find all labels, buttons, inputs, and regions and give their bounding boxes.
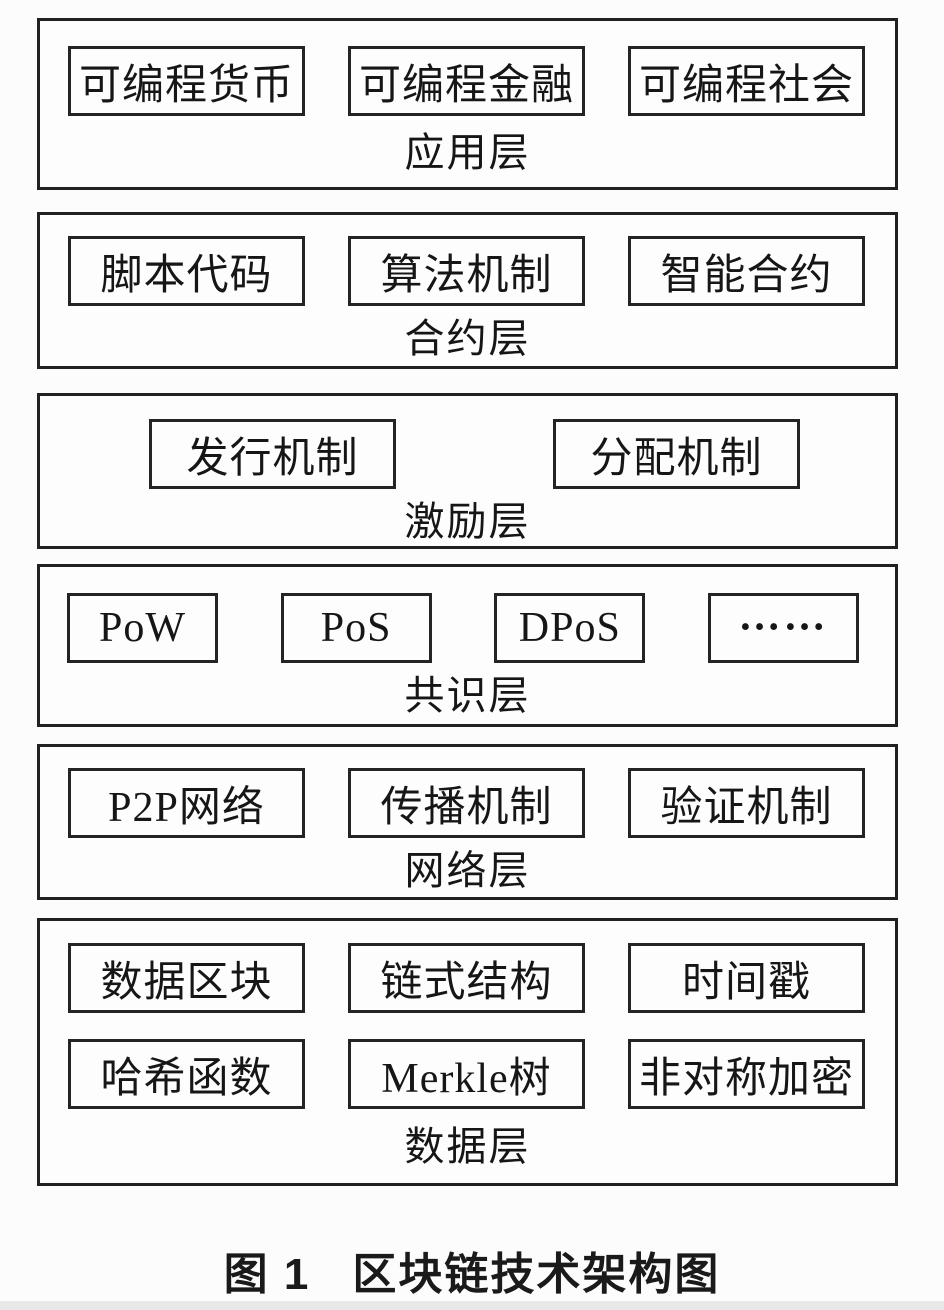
layer-contract-row: 脚本代码 算法机制 智能合约	[40, 236, 895, 306]
figure-caption-title: 区块链技术架构图	[352, 1250, 721, 1299]
node-propagation-mechanism: 传播机制	[348, 768, 585, 838]
node-ellipsis: ……	[707, 593, 859, 663]
node-dpos: DPoS	[494, 593, 646, 663]
node-chain-structure: 链式结构	[348, 943, 585, 1013]
node-asymmetric-encryption: 非对称加密	[628, 1039, 865, 1109]
ellipsis-text: ……	[738, 593, 829, 640]
layer-incentive: 发行机制 分配机制 激励层	[37, 393, 898, 549]
layer-application-row: 可编程货币 可编程金融 可编程社会	[40, 46, 895, 116]
node-p2p-network: P2P网络	[68, 768, 305, 838]
node-programmable-money: 可编程货币	[68, 46, 305, 116]
node-pow: PoW	[67, 593, 218, 663]
layer-incentive-row: 发行机制 分配机制	[40, 419, 895, 489]
layer-network-label: 网络层	[404, 848, 531, 893]
layer-network-row: P2P网络 传播机制 验证机制	[40, 768, 895, 838]
node-programmable-finance: 可编程金融	[348, 46, 585, 116]
layer-data-label: 数据层	[404, 1124, 531, 1169]
node-programmable-society: 可编程社会	[628, 46, 865, 116]
layer-data: 数据区块 链式结构 时间戳 哈希函数 Merkle树 非对称加密 数据层	[37, 918, 898, 1186]
layer-consensus-label: 共识层	[404, 673, 531, 718]
node-smart-contract: 智能合约	[628, 236, 865, 306]
layer-data-row-2: 哈希函数 Merkle树 非对称加密	[40, 1039, 895, 1109]
node-pos: PoS	[280, 593, 432, 663]
layer-contract-label: 合约层	[404, 316, 531, 361]
figure-caption: 图 1 区块链技术架构图	[0, 1238, 944, 1302]
figure-caption-number: 图 1	[223, 1250, 311, 1299]
node-algorithm-mechanism: 算法机制	[348, 236, 585, 306]
layer-network: P2P网络 传播机制 验证机制 网络层	[37, 744, 898, 900]
bottom-gray-bar	[0, 1301, 944, 1310]
layer-contract: 脚本代码 算法机制 智能合约 合约层	[37, 212, 898, 369]
layer-consensus: PoW PoS DPoS …… 共识层	[37, 564, 898, 727]
node-distribution-mechanism: 分配机制	[553, 419, 800, 489]
node-issuance-mechanism: 发行机制	[149, 419, 396, 489]
node-merkle-tree: Merkle树	[348, 1039, 585, 1109]
blockchain-architecture-diagram: 可编程货币 可编程金融 可编程社会 应用层 脚本代码 算法机制 智能合约 合约层…	[37, 18, 898, 1186]
layer-consensus-row: PoW PoS DPoS ……	[40, 593, 895, 663]
layer-incentive-label: 激励层	[404, 499, 531, 544]
node-verification-mechanism: 验证机制	[628, 768, 865, 838]
layer-data-row-1: 数据区块 链式结构 时间戳	[40, 943, 895, 1013]
node-timestamp: 时间戳	[628, 943, 865, 1013]
node-hash-function: 哈希函数	[68, 1039, 305, 1109]
node-script-code: 脚本代码	[68, 236, 305, 306]
layer-application: 可编程货币 可编程金融 可编程社会 应用层	[37, 18, 898, 190]
layer-application-label: 应用层	[404, 129, 531, 175]
node-data-block: 数据区块	[68, 943, 305, 1013]
